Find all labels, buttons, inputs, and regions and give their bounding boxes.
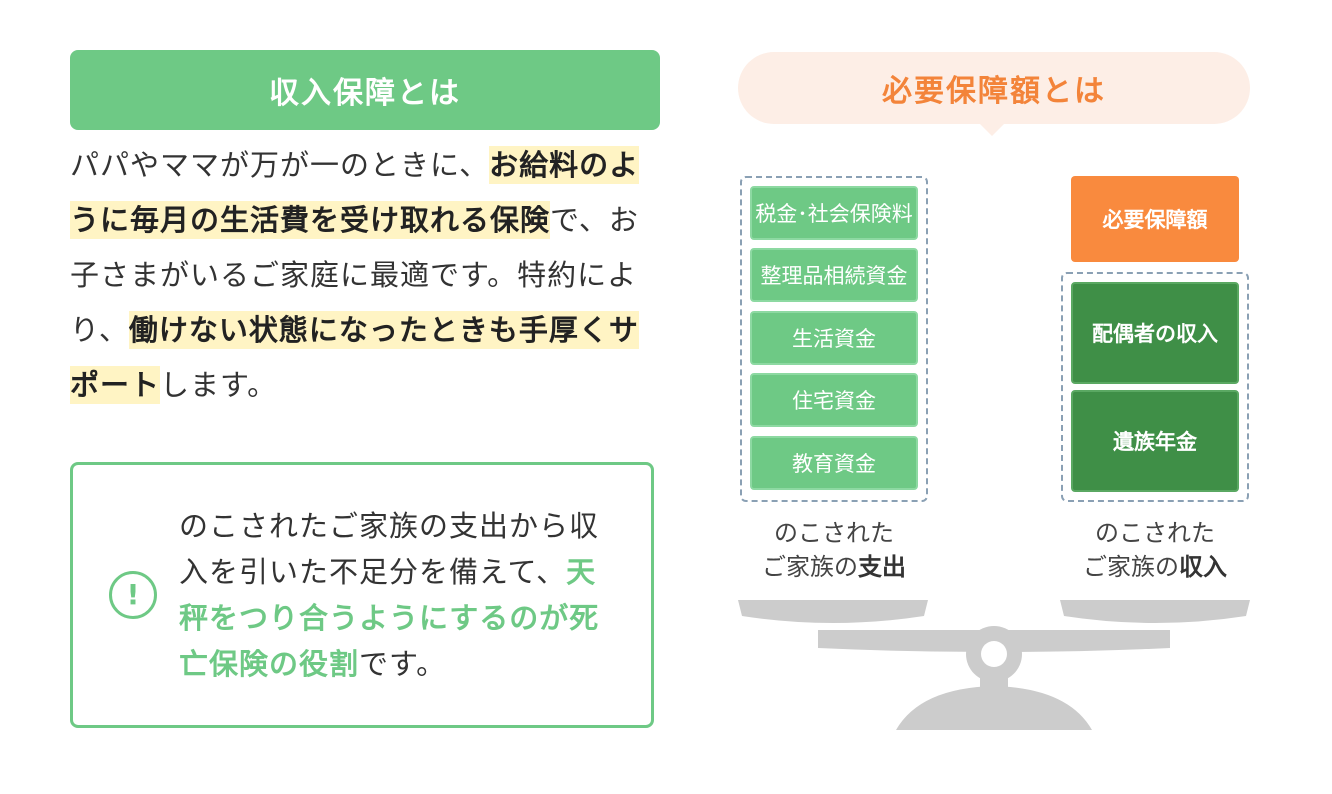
caption-income: のこされた ご家族の収入 xyxy=(1061,516,1249,584)
expenses-group xyxy=(740,176,928,502)
caption-expenses: のこされた ご家族の支出 xyxy=(740,516,928,584)
bubble-tail xyxy=(978,122,1006,136)
scale-pivot-inner xyxy=(981,641,1007,667)
intro-paragraph: パパやママが万が一のときに、お給料のように毎月の生活費を受け取れる保険で、お子さ… xyxy=(70,138,660,413)
intro-text-1: パパやママが万が一のときに、 xyxy=(70,148,490,182)
note-box: ! のこされたご家族の支出から収入を引いた不足分を備えて、天秤をつり合うようにす… xyxy=(70,462,654,728)
section-title: 収入保障とは xyxy=(269,76,461,111)
note-highlight: 天秤をつり合うようにするのが死亡保険の役割 xyxy=(179,555,600,681)
section-header: 収入保障とは xyxy=(70,50,660,130)
note-text: のこされたご家族の支出から収入を引いた不足分を備えて、天秤をつり合うようにするの… xyxy=(179,503,619,687)
caption-income-line1: のこされた xyxy=(1095,519,1215,547)
expense-block-living: 生活資金 xyxy=(750,311,918,365)
exclamation-circle-icon: ! xyxy=(109,571,157,619)
income-group xyxy=(1061,272,1249,502)
intro-text-2: で、お子さまがいるご家庭に最適です。特約により、 xyxy=(70,203,639,347)
expense-block-education: 教育資金 xyxy=(750,436,918,490)
caption-expenses-line2: ご家族の支出 xyxy=(762,553,906,581)
income-block-spouse: 配偶者の収入 xyxy=(1071,282,1239,384)
income-block-pension: 遺族年金 xyxy=(1071,390,1239,492)
expense-block-tax: 税金･社会保険料 xyxy=(750,186,918,240)
balance-scale-icon xyxy=(738,600,1250,730)
scale-base xyxy=(896,686,1092,730)
scale-left-pan xyxy=(738,600,928,623)
intro-text-3: します。 xyxy=(160,368,278,402)
diagram-title-bubble: 必要保障額とは xyxy=(738,52,1250,124)
caption-income-line2: ご家族の収入 xyxy=(1083,553,1227,581)
scale-right-pan xyxy=(1060,600,1250,623)
expense-block-housing: 住宅資金 xyxy=(750,373,918,427)
diagram-title: 必要保障額とは xyxy=(882,74,1106,109)
required-coverage-block: 必要保障額 xyxy=(1071,176,1239,262)
intro-highlight-2: 働けない状態になったときも手厚くサポート xyxy=(70,311,639,404)
expense-block-estate: 整理品相続資金 xyxy=(750,248,918,302)
caption-expenses-line1: のこされた xyxy=(774,519,894,547)
note-text-2: です。 xyxy=(359,647,447,681)
note-text-1: のこされたご家族の支出から収入を引いた不足分を備えて、 xyxy=(179,509,600,589)
